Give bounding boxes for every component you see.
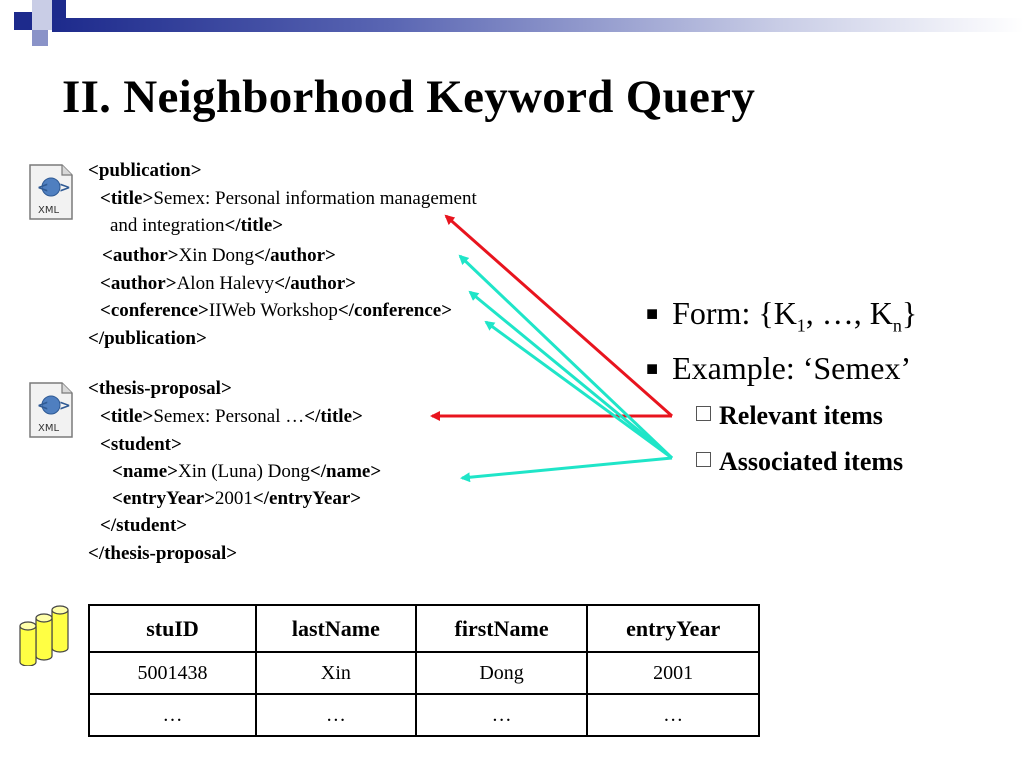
table-cell: 5001438 <box>88 651 257 695</box>
bullet-example: ■Example: ‘Semex’ <box>646 350 912 386</box>
column-header: firstName <box>414 604 589 653</box>
sub-bullet-relevant: Relevant items <box>696 401 883 431</box>
xml-line: <student> <box>100 434 182 455</box>
table-cell: 2001 <box>586 651 760 695</box>
table-cell: … <box>254 693 417 737</box>
square-bullet-icon: ■ <box>646 303 659 325</box>
xml-line: <title>Semex: Personal information manag… <box>100 188 477 209</box>
xml-line: <thesis-proposal> <box>88 378 232 399</box>
xml-line: <publication> <box>88 160 202 181</box>
xml-line: and integration</title> <box>110 215 284 236</box>
xml-line: </thesis-proposal> <box>88 543 238 564</box>
square-bullet-icon: ■ <box>646 358 659 380</box>
xml-file-icon: < > XML <box>29 164 73 220</box>
table-header-row: stuID lastName firstName entryYear <box>88 604 760 653</box>
xml-line: <conference>IIWeb Workshop</conference> <box>100 300 453 321</box>
header-gradient-band <box>52 18 1024 32</box>
associated-arrow <box>484 320 673 460</box>
corner-square-dark <box>14 12 32 30</box>
sub-bullet-associated: Associated items <box>696 447 903 477</box>
xml-line: <entryYear>2001</entryYear> <box>112 488 362 509</box>
svg-text:<: < <box>37 398 49 414</box>
student-table: stuID lastName firstName entryYear 50014… <box>88 604 760 737</box>
database-icon <box>19 605 69 666</box>
xml-line: </publication> <box>88 328 207 349</box>
corner-square-light <box>32 0 52 30</box>
table-cell: Xin <box>254 651 417 695</box>
relevant-arrow <box>444 214 673 418</box>
xml-line: <author>Xin Dong</author> <box>102 245 336 266</box>
hollow-square-bullet-icon <box>696 452 711 467</box>
xml-line: <title>Semex: Personal …</title> <box>100 406 363 427</box>
bullet-form: ■Form: {K1, …, Kn} <box>646 295 918 336</box>
table-cell: … <box>586 693 760 737</box>
corner-square-dark2 <box>52 0 66 18</box>
svg-text:>: > <box>59 398 71 414</box>
hollow-square-bullet-icon <box>696 406 711 421</box>
corner-square-mid <box>32 30 48 46</box>
table-cell: … <box>414 693 589 737</box>
column-header: stuID <box>88 604 257 653</box>
xml-line: <name>Xin (Luna) Dong</name> <box>112 461 382 482</box>
column-header: lastName <box>254 604 417 653</box>
svg-text:>: > <box>59 180 71 196</box>
xml-line: </student> <box>100 515 188 536</box>
xml-line: <author>Alon Halevy</author> <box>100 273 357 294</box>
xml-file-icon: < > XML <box>29 382 73 438</box>
table-cell: Dong <box>414 651 589 695</box>
svg-text:XML: XML <box>38 423 59 434</box>
associated-arrow <box>458 254 674 460</box>
svg-text:<: < <box>37 180 49 196</box>
table-cell: … <box>88 693 257 737</box>
associated-arrow <box>460 456 673 483</box>
associated-arrow <box>468 290 673 460</box>
table-row: 5001438 Xin Dong 2001 <box>88 651 760 695</box>
svg-text:XML: XML <box>38 205 59 216</box>
column-header: entryYear <box>586 604 760 653</box>
slide-title: II. Neighborhood Keyword Query <box>62 71 756 123</box>
table-row: … … … … <box>88 693 760 737</box>
